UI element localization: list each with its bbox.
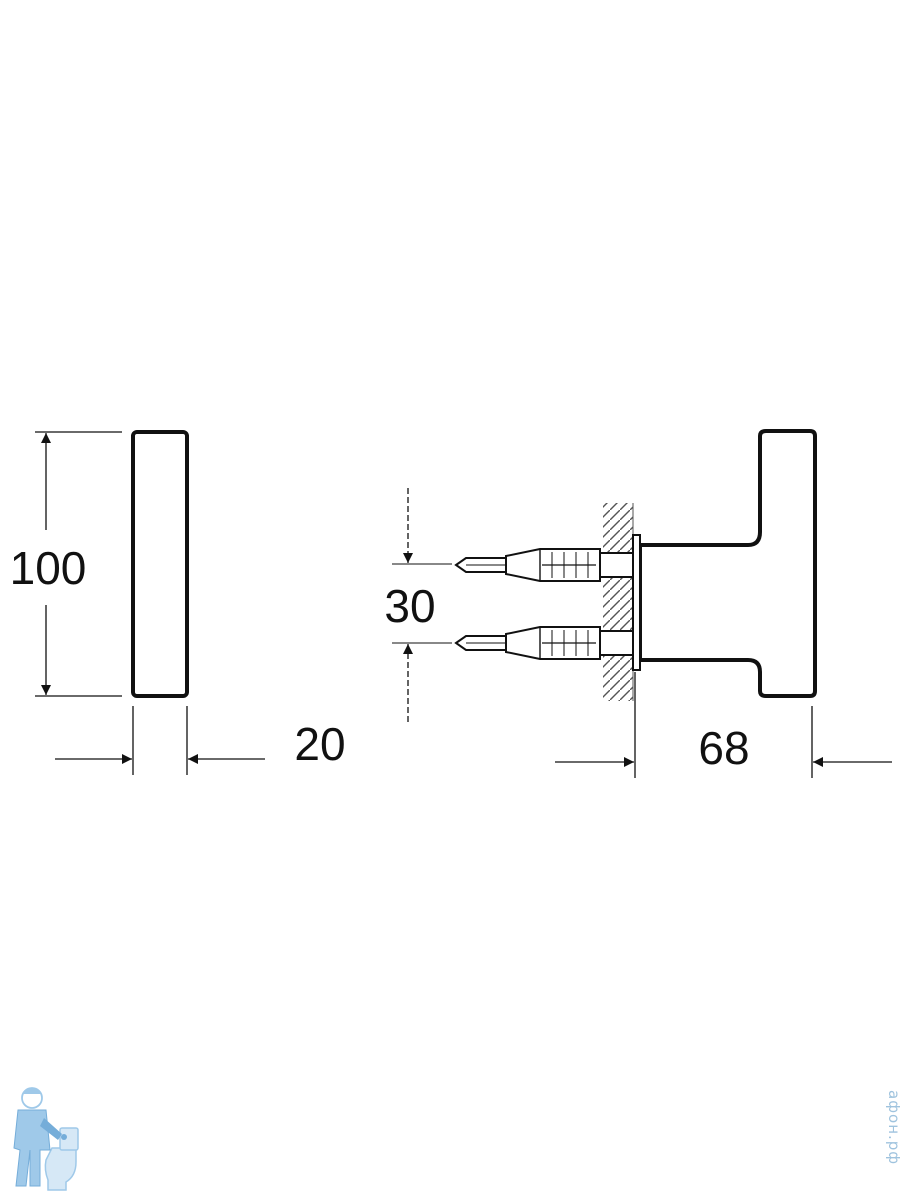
site-watermark: афон.рф bbox=[885, 1090, 900, 1165]
width-dimension: 20 bbox=[55, 706, 346, 775]
side-view: 30 68 bbox=[384, 429, 892, 778]
front-view: 100 20 bbox=[10, 430, 346, 775]
lower-wall-fixing bbox=[454, 626, 634, 660]
projection-dimension: 68 bbox=[555, 672, 892, 778]
fixing-spacing-label: 30 bbox=[384, 580, 435, 632]
upper-wall-fixing bbox=[454, 548, 634, 582]
fixing-spacing-dimension: 30 bbox=[384, 488, 452, 722]
wall-hatching bbox=[603, 503, 633, 701]
height-dimension-label: 100 bbox=[10, 542, 87, 594]
front-view-body bbox=[131, 430, 189, 698]
height-dimension: 100 bbox=[10, 431, 122, 697]
wall-plate bbox=[632, 534, 641, 671]
width-dimension-label: 20 bbox=[294, 718, 345, 770]
hook-body bbox=[638, 429, 817, 698]
projection-dimension-label: 68 bbox=[698, 722, 749, 774]
plumber-mascot-icon bbox=[13, 1087, 79, 1191]
